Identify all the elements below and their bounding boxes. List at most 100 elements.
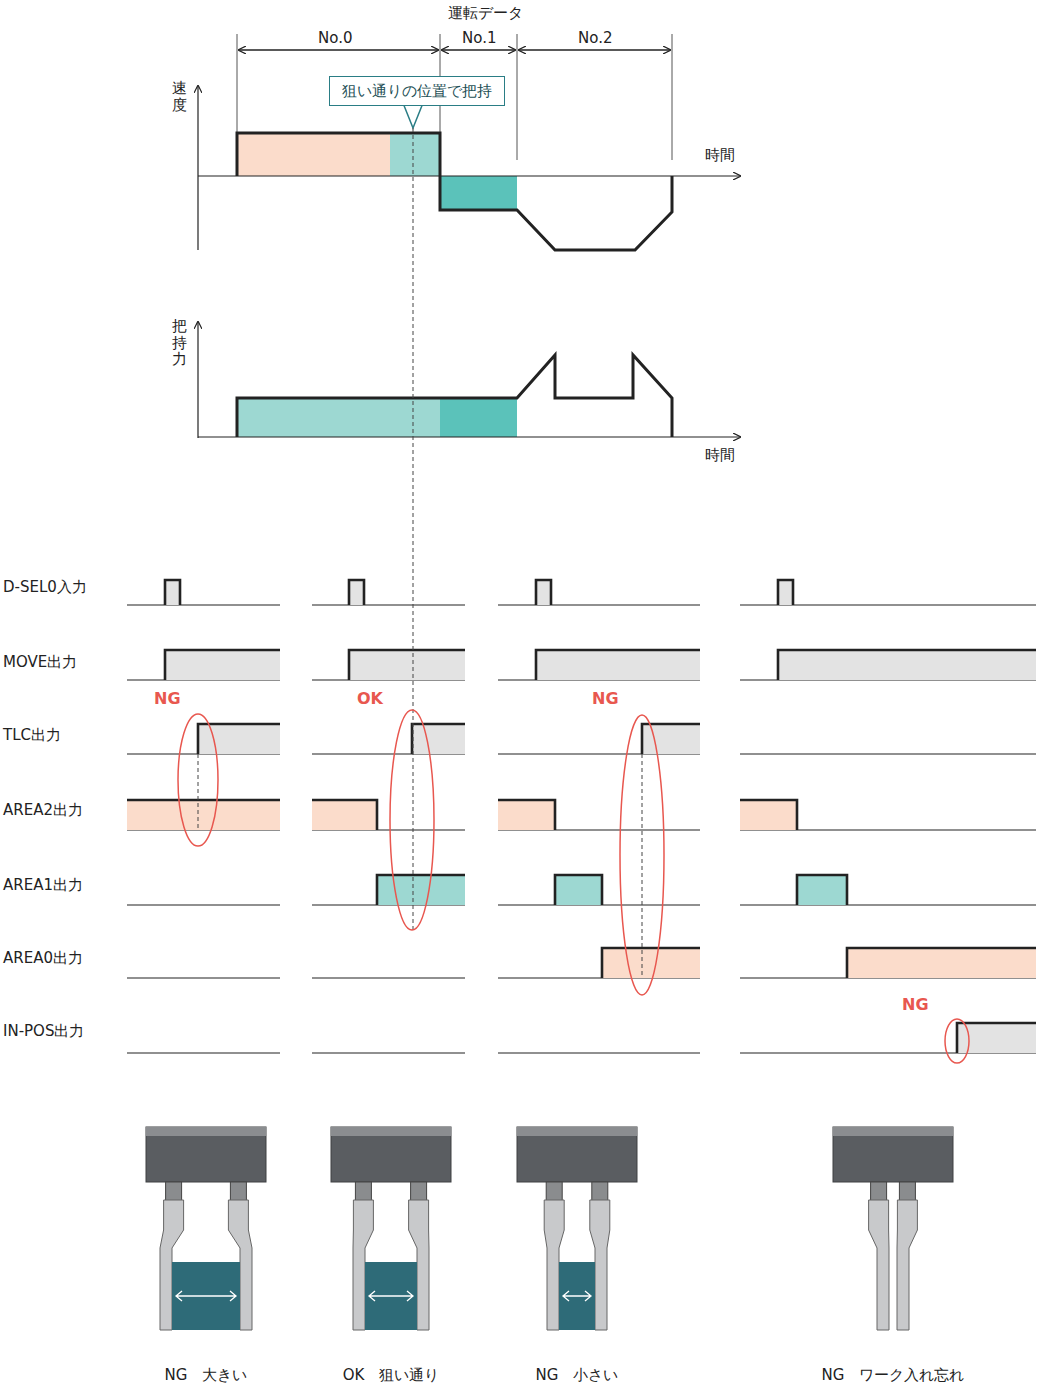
signal-high <box>778 650 1036 680</box>
gripper-body-top <box>146 1127 266 1136</box>
reference-dashed-line <box>642 754 643 978</box>
gripper-body <box>517 1127 637 1182</box>
data-range-arrows <box>239 49 670 50</box>
axis-label: 運転データ <box>448 4 523 22</box>
gripper-body-top <box>517 1127 637 1136</box>
signal-baseline <box>312 604 465 605</box>
signal-waveforms <box>127 580 1036 1053</box>
judgement-mark: NG <box>902 996 929 1014</box>
result-caption: NG 小さい <box>536 1366 619 1384</box>
width-arrow <box>369 1291 413 1301</box>
signal-name: IN-POS出力 <box>3 1022 84 1040</box>
gripper-slider <box>411 1182 427 1202</box>
signal-high <box>349 580 364 605</box>
axis-label: 速度 <box>172 80 187 113</box>
callout-pointer <box>403 103 423 128</box>
gripper-finger <box>869 1200 889 1330</box>
signal-high <box>536 650 700 680</box>
result-caption: NG 大きい <box>165 1366 248 1384</box>
signal-name: MOVE出力 <box>3 653 77 671</box>
workpiece <box>559 1262 595 1330</box>
signal-high <box>165 580 180 605</box>
signal-baseline <box>498 1052 700 1053</box>
callout-text: 狙い通りの位置で把持 <box>342 82 492 100</box>
signal-edge <box>377 875 465 905</box>
gripper-slider <box>592 1182 608 1202</box>
signal-edge <box>498 800 555 830</box>
signal-edge <box>555 875 602 905</box>
signal-high <box>602 948 700 978</box>
signal-baseline <box>127 977 280 978</box>
gripper-slider <box>899 1182 915 1202</box>
signal-high <box>498 800 555 830</box>
signal-edge <box>412 724 465 754</box>
workpiece <box>172 1262 240 1330</box>
signal-name: AREA1出力 <box>3 876 83 894</box>
gripper-finger <box>897 1200 917 1330</box>
signal-name: AREA0出力 <box>3 949 83 967</box>
axis-label: No.1 <box>462 29 496 47</box>
signal-high <box>847 948 1036 978</box>
signal-edge <box>165 650 280 680</box>
signal-edge <box>127 799 280 802</box>
workpiece <box>365 1262 417 1330</box>
signal-edge <box>778 650 1036 680</box>
reference-dashed-line <box>198 754 199 830</box>
signal-high <box>165 650 280 680</box>
signal-name: AREA2出力 <box>3 801 83 819</box>
reference-dashed-line <box>413 128 414 932</box>
signal-high <box>127 800 280 830</box>
width-arrow <box>563 1291 591 1301</box>
axis-label: No.2 <box>578 29 612 47</box>
gripper-body-top <box>331 1127 451 1136</box>
signal-high <box>555 875 602 905</box>
axis-label: No.0 <box>318 29 352 47</box>
result-caption: NG ワーク入れ忘れ <box>822 1366 965 1384</box>
signal-name: D-SEL0入力 <box>3 578 87 596</box>
signal-edge <box>536 650 700 680</box>
axis-label: 時間 <box>705 446 735 464</box>
signal-edge <box>602 948 700 978</box>
signal-baseline <box>312 977 465 978</box>
signal-high <box>740 800 797 830</box>
signal-edge <box>778 580 793 605</box>
signal-edge <box>740 800 797 830</box>
width-arrow <box>176 1291 236 1301</box>
gripper-body <box>331 1127 451 1182</box>
gripper-slider <box>355 1182 371 1202</box>
signal-edge <box>349 580 364 605</box>
gripper-slider <box>871 1182 887 1202</box>
gripper-body <box>146 1127 266 1182</box>
judgement-mark: OK <box>357 690 383 708</box>
gripper-body-top <box>833 1127 953 1136</box>
signal-edge <box>536 580 551 605</box>
callout-box: 狙い通りの位置で把持 <box>329 76 505 106</box>
result-caption: OK 狙い通り <box>343 1366 440 1384</box>
signal-name: TLC出力 <box>3 726 61 744</box>
signal-high <box>536 580 551 605</box>
speed-chart <box>198 86 740 250</box>
gripper-slider <box>230 1182 246 1202</box>
signal-baseline <box>740 753 1036 754</box>
axis-label: 時間 <box>705 146 735 164</box>
judgement-mark: NG <box>154 690 181 708</box>
signal-baseline <box>740 904 1036 905</box>
signal-edge <box>847 948 1036 978</box>
judgement-ellipses <box>178 710 969 1063</box>
signal-edge <box>797 875 847 905</box>
axis-label: 把持力 <box>172 318 187 368</box>
signal-edge <box>165 580 180 605</box>
signal-baseline <box>312 1052 465 1053</box>
signal-edge <box>312 800 377 830</box>
gripper-body <box>833 1127 953 1182</box>
gripper-slider <box>166 1182 182 1202</box>
signal-baseline <box>127 904 280 905</box>
signal-high <box>778 580 793 605</box>
gripper-illustrations <box>146 1127 953 1330</box>
signal-baseline <box>127 1052 280 1053</box>
signal-high <box>412 724 465 754</box>
gripper-slider <box>546 1182 562 1202</box>
signal-baseline <box>498 604 700 605</box>
grip-force-chart <box>198 322 740 438</box>
signal-high <box>349 650 465 680</box>
